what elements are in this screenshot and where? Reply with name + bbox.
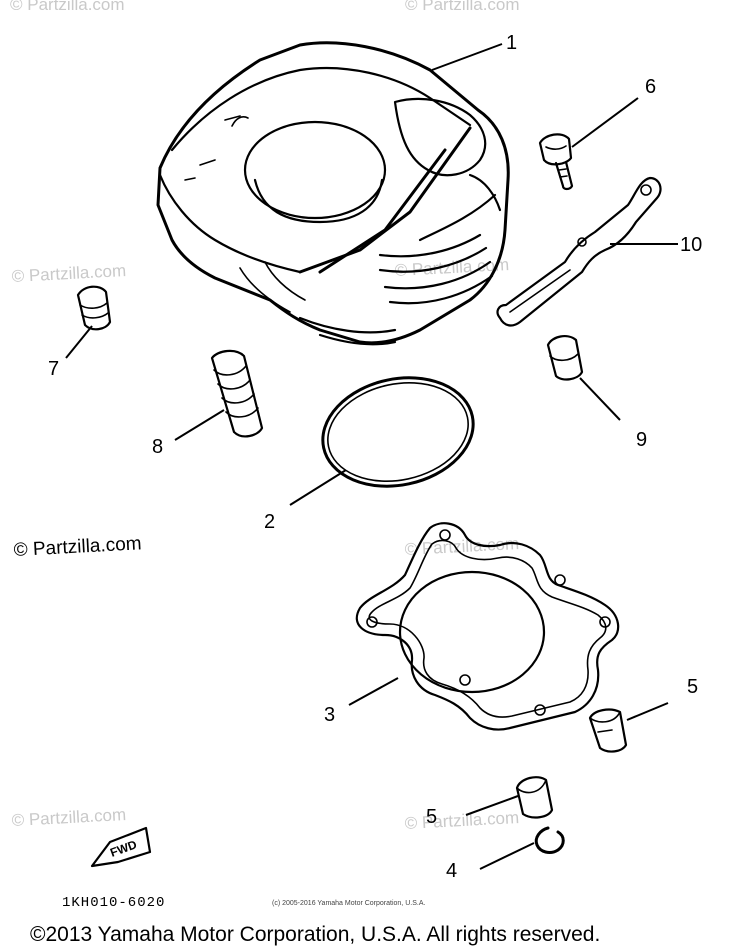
callout-3: 3	[324, 704, 335, 726]
dowel-part-7	[76, 285, 112, 331]
callout-8: 8	[152, 436, 163, 458]
o-ring-part	[321, 376, 475, 488]
watermark: © Partzilla.com	[404, 808, 519, 833]
callout-5: 5	[687, 676, 698, 698]
callout-6: 6	[645, 76, 656, 98]
leader-line	[479, 842, 535, 870]
leader-line	[348, 677, 399, 706]
leader-line	[626, 702, 669, 721]
watermark: © Partzilla.com	[405, 0, 520, 14]
bolt-part	[538, 133, 574, 191]
dowel-pin-part	[588, 708, 628, 753]
watermark: © Partzilla.com	[404, 534, 519, 559]
callout-9: 9	[636, 429, 647, 451]
drawing-code: 1KH010-6020	[62, 895, 165, 911]
small-copyright: (c) 2005-2016 Yamaha Motor Corporation, …	[272, 900, 425, 907]
watermark: © Partzilla.com	[10, 0, 125, 14]
dowel-pin-part	[515, 776, 554, 819]
watermark: © Partzilla.com	[11, 805, 126, 830]
dowel-part-9	[546, 335, 584, 381]
leader-line	[431, 43, 503, 71]
bracket-part	[496, 176, 662, 327]
leader-line	[579, 377, 621, 421]
leader-line	[571, 97, 639, 148]
fwd-arrow: FWD	[90, 826, 152, 868]
clip-part	[534, 826, 565, 854]
copyright-notice: ©2013 Yamaha Motor Corporation, U.S.A. A…	[30, 923, 600, 946]
cylinder-part	[156, 41, 510, 346]
callout-5: 5	[426, 806, 437, 828]
leader-line	[65, 325, 93, 359]
callout-2: 2	[264, 511, 275, 533]
cylinder-gasket-part	[355, 522, 620, 731]
leader-line	[289, 469, 347, 506]
callout-4: 4	[446, 860, 457, 882]
callout-10: 10	[680, 234, 702, 256]
callout-1: 1	[506, 32, 517, 54]
leader-line	[174, 409, 225, 441]
spring-part	[210, 349, 264, 438]
leader-line	[465, 795, 519, 816]
watermark: © Partzilla.com	[13, 533, 142, 561]
callout-7: 7	[48, 358, 59, 380]
watermark: © Partzilla.com	[11, 261, 126, 286]
